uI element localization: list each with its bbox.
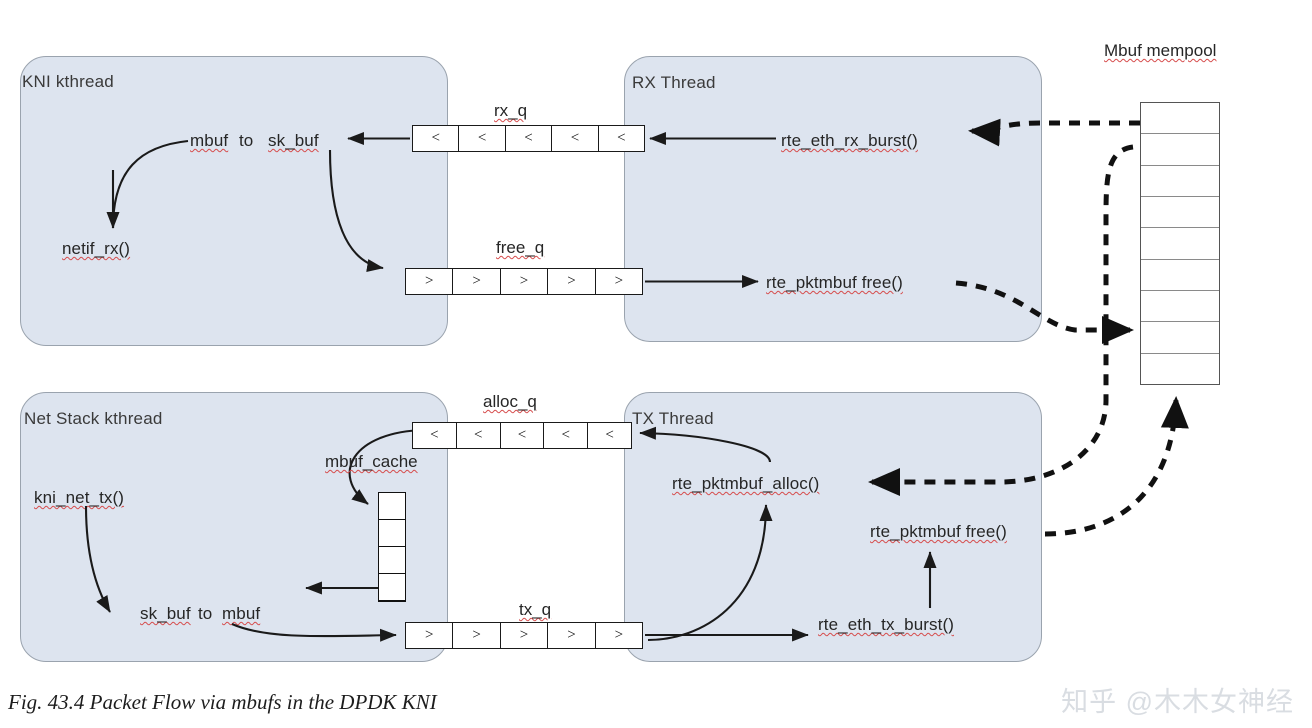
- mbuf-cache-label: mbuf_cache: [325, 452, 418, 471]
- label-mbuf: mbuf: [190, 131, 229, 150]
- mbuf-mempool-column: [1140, 102, 1220, 385]
- net-stack-kthread-title: Net Stack kthread: [24, 409, 163, 428]
- queue-cell: <: [501, 423, 545, 448]
- queue-label-free-q: free_q: [496, 238, 545, 257]
- queue-label-tx-q: tx_q: [519, 600, 552, 619]
- queue-cell: >: [548, 623, 596, 648]
- queue-cell: >: [614, 627, 624, 643]
- mempool-label: Mbuf mempool: [1104, 41, 1217, 60]
- queue-cell: <: [457, 423, 501, 448]
- column-cell: [379, 520, 405, 547]
- queue-tx-q: >>>>>: [405, 622, 643, 649]
- queue-label-rx-q: rx_q: [494, 101, 528, 120]
- label-to-2: to: [198, 604, 213, 623]
- label-kni-net-tx: kni_net_tx(): [34, 488, 125, 507]
- queue-cell: <: [552, 126, 599, 151]
- queue-cell: >: [453, 269, 501, 294]
- queue-free-q: >>>>>: [405, 268, 643, 295]
- column-cell: [379, 547, 405, 574]
- label-sk-buf: sk_buf: [268, 131, 319, 150]
- rx-thread-box: [624, 56, 1042, 342]
- queue-cell: >: [406, 623, 454, 648]
- queue-label-alloc-q: alloc_q: [483, 392, 537, 411]
- label-rte-eth-rx-burst: rte_eth_rx_burst(): [781, 131, 918, 150]
- tx-thread-title: TX Thread: [632, 409, 714, 428]
- column-cell: [379, 574, 405, 601]
- queue-cell: <: [544, 423, 589, 448]
- kni-kthread-box: [20, 56, 448, 346]
- queue-cell: >: [614, 273, 624, 289]
- label-mbuf-2: mbuf: [222, 604, 261, 623]
- queue-cell: >: [548, 269, 596, 294]
- queue-cell: >: [406, 269, 454, 294]
- queue-cell: <: [506, 126, 553, 151]
- column-cell: [1141, 103, 1219, 135]
- column-cell: [1141, 260, 1219, 291]
- column-cell: [1141, 291, 1219, 323]
- label-tx-rte-pktmbuf-free: rte_pktmbuf free(): [870, 522, 1007, 541]
- rx-thread-title: RX Thread: [632, 73, 716, 92]
- queue-rx-q: <<<<<: [412, 125, 645, 152]
- figure-caption: Fig. 43.4 Packet Flow via mbufs in the D…: [8, 690, 437, 714]
- kni-kthread-title: KNI kthread: [22, 72, 114, 91]
- dashed-txfree-to-mempool: [1044, 396, 1189, 537]
- mbuf-cache-column: [378, 492, 406, 602]
- column-cell: [379, 493, 405, 520]
- column-cell: [1141, 197, 1219, 229]
- label-rte-pktmbuf-alloc: rte_pktmbuf_alloc(): [672, 474, 820, 493]
- queue-cell: <: [413, 126, 460, 151]
- column-cell: [1141, 354, 1219, 384]
- column-cell: [1141, 166, 1219, 197]
- queue-cell: <: [617, 130, 626, 146]
- queue-cell: >: [453, 623, 501, 648]
- label-sk-buf-2: sk_buf: [140, 604, 191, 623]
- watermark: 知乎 @木木女神经: [1061, 687, 1294, 717]
- column-cell: [1141, 134, 1219, 166]
- queue-cell: <: [413, 423, 457, 448]
- queue-cell: <: [605, 427, 614, 443]
- queue-alloc-q: <<<<<: [412, 422, 632, 449]
- column-cell: [1141, 228, 1219, 260]
- column-cell: [1141, 322, 1219, 354]
- label-rx-rte-pktmbuf-free: rte_pktmbuf free(): [766, 273, 903, 292]
- queue-cell: >: [501, 269, 549, 294]
- label-to-1: to: [239, 131, 254, 150]
- queue-cell: >: [501, 623, 549, 648]
- label-rte-eth-tx-burst: rte_eth_tx_burst(): [818, 615, 954, 634]
- queue-cell: <: [459, 126, 506, 151]
- label-netif-rx: netif_rx(): [62, 239, 131, 258]
